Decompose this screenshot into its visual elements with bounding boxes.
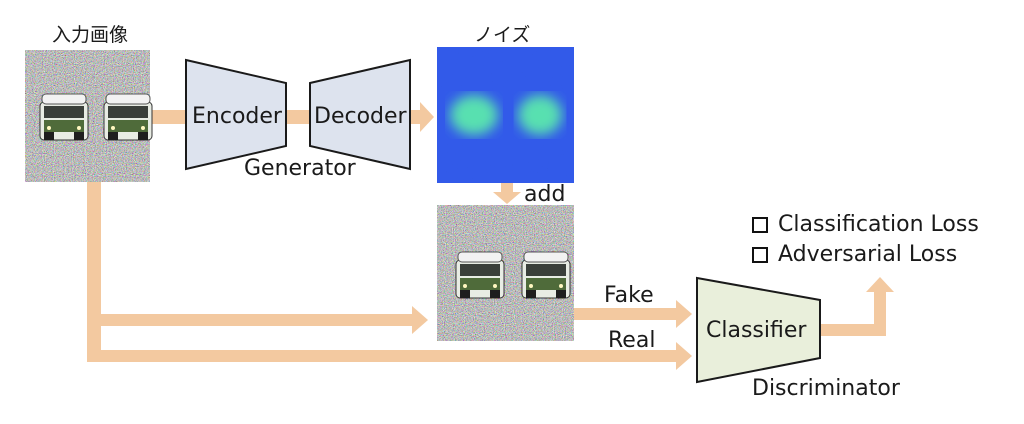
input-image [25,50,153,182]
real-label: Real [608,328,656,353]
discriminator-label: Discriminator [752,376,900,401]
classifier-block [696,276,821,384]
add-label: add [524,182,566,207]
decoder-label: Decoder [314,104,407,129]
input-image-label: 入力画像 [52,24,129,46]
encoder-block [185,58,287,171]
legend-classification-loss: Classification Loss [752,212,979,237]
legend-adversarial-loss: Adversarial Loss [752,242,957,267]
checkbox-icon [752,216,768,233]
decoder-block [309,58,411,171]
noise-label: ノイズ [474,24,531,46]
noise-image [437,47,574,183]
classifier-label: Classifier [706,318,807,343]
fake-label: Fake [604,283,654,308]
legend-label: Adversarial Loss [778,242,958,267]
adversarial-image [437,205,574,341]
legend-label: Classification Loss [778,212,979,237]
encoder-label: Encoder [192,104,282,129]
checkbox-icon [752,246,768,263]
flow-arrows [87,102,894,370]
generator-label: Generator [244,156,356,181]
